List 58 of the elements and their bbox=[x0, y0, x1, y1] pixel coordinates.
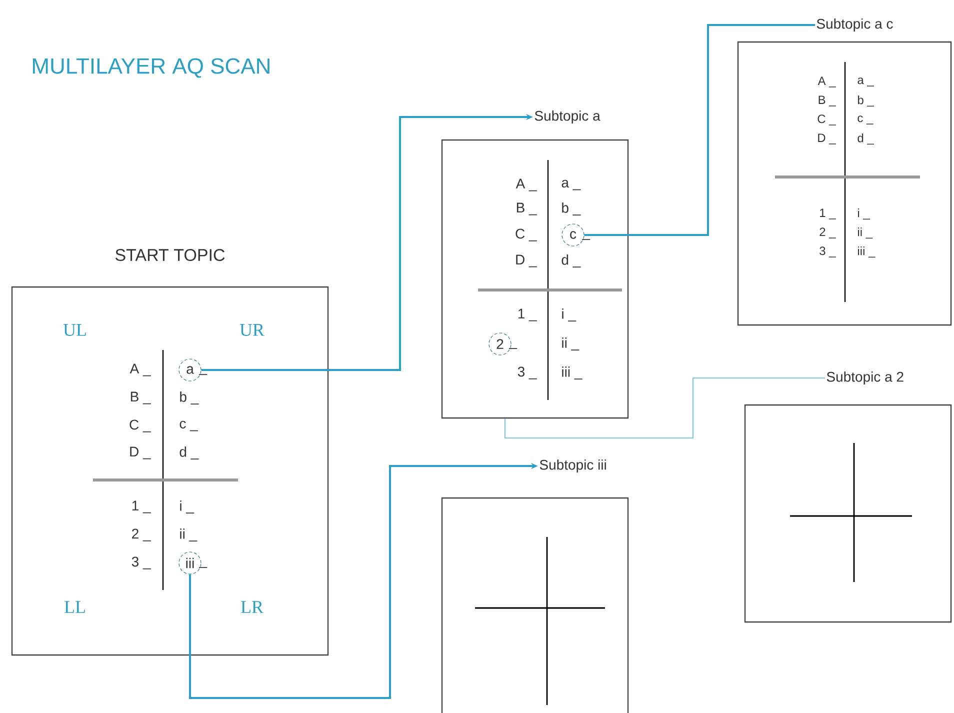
cell-text: A _ bbox=[516, 178, 537, 192]
cell-text: D _ bbox=[818, 134, 836, 144]
circled-item: 2 bbox=[488, 332, 512, 356]
cell-text: B _ bbox=[516, 202, 537, 216]
cell-text: d _ bbox=[858, 133, 874, 145]
cell-text: i _ bbox=[562, 308, 576, 322]
circled-item: c bbox=[562, 224, 584, 246]
topic-heading: Subtopic a bbox=[534, 110, 600, 124]
cell-text: c _ bbox=[858, 116, 874, 124]
blank-line: _ bbox=[198, 374, 208, 375]
cell-text: B _ bbox=[818, 96, 836, 106]
cell-text: ii _ bbox=[562, 338, 580, 350]
corner-label: LR bbox=[241, 601, 264, 613]
cell-text: B _ bbox=[130, 392, 151, 404]
corner-label: UL bbox=[63, 324, 86, 336]
cell-text: ii _ bbox=[180, 528, 198, 542]
cell-text: 3 _ bbox=[132, 556, 151, 570]
title: MULTILAYER AQ SCAN bbox=[33, 58, 270, 78]
topic-heading: START TOPIC bbox=[116, 248, 225, 262]
cell-text: iii _ bbox=[562, 366, 582, 380]
cell-text: i _ bbox=[180, 500, 194, 514]
cell-text: C _ bbox=[818, 114, 836, 126]
cell-text: ii _ bbox=[858, 227, 873, 239]
cell-text: 3 _ bbox=[820, 246, 836, 258]
cell-text: iii _ bbox=[858, 246, 876, 258]
cell-text: b _ bbox=[180, 392, 199, 404]
cell-text: C _ bbox=[516, 228, 537, 242]
cell-text: 1 _ bbox=[820, 208, 836, 220]
circled-item: a bbox=[178, 358, 202, 382]
cell-text: D _ bbox=[130, 446, 151, 460]
cell-text: C _ bbox=[130, 420, 151, 432]
cell-text: d _ bbox=[562, 254, 581, 268]
cell-text: d _ bbox=[180, 446, 199, 460]
connector bbox=[504, 377, 825, 439]
blank-line: _ bbox=[582, 239, 590, 240]
topic-heading: Subtopic a 2 bbox=[826, 371, 904, 385]
cell-text: a _ bbox=[562, 180, 581, 190]
cell-text: 1 _ bbox=[518, 308, 537, 322]
cell-text: b _ bbox=[858, 95, 874, 107]
cell-text: c _ bbox=[180, 420, 198, 432]
cell-text: i _ bbox=[858, 208, 870, 220]
blank-line: _ bbox=[198, 567, 208, 568]
connector bbox=[584, 24, 815, 236]
cell-text: 1 _ bbox=[132, 500, 151, 514]
topic-heading: Subtopic iii bbox=[540, 459, 606, 473]
cell-text: b _ bbox=[562, 202, 581, 216]
cell-text: 2 _ bbox=[132, 528, 151, 542]
cell-text: 2 _ bbox=[820, 228, 836, 238]
corner-label: UR bbox=[240, 324, 264, 336]
corner-label: LL bbox=[64, 601, 85, 613]
cell-text: 3 _ bbox=[518, 366, 537, 380]
cell-text: D _ bbox=[516, 254, 537, 268]
cell-text: A _ bbox=[818, 76, 836, 88]
blank-line: _ bbox=[508, 348, 518, 349]
circled-item: iii bbox=[178, 552, 202, 574]
cell-text: A _ bbox=[130, 364, 151, 376]
cell-text: a _ bbox=[858, 78, 874, 86]
topic-heading: Subtopic a c bbox=[816, 18, 893, 32]
